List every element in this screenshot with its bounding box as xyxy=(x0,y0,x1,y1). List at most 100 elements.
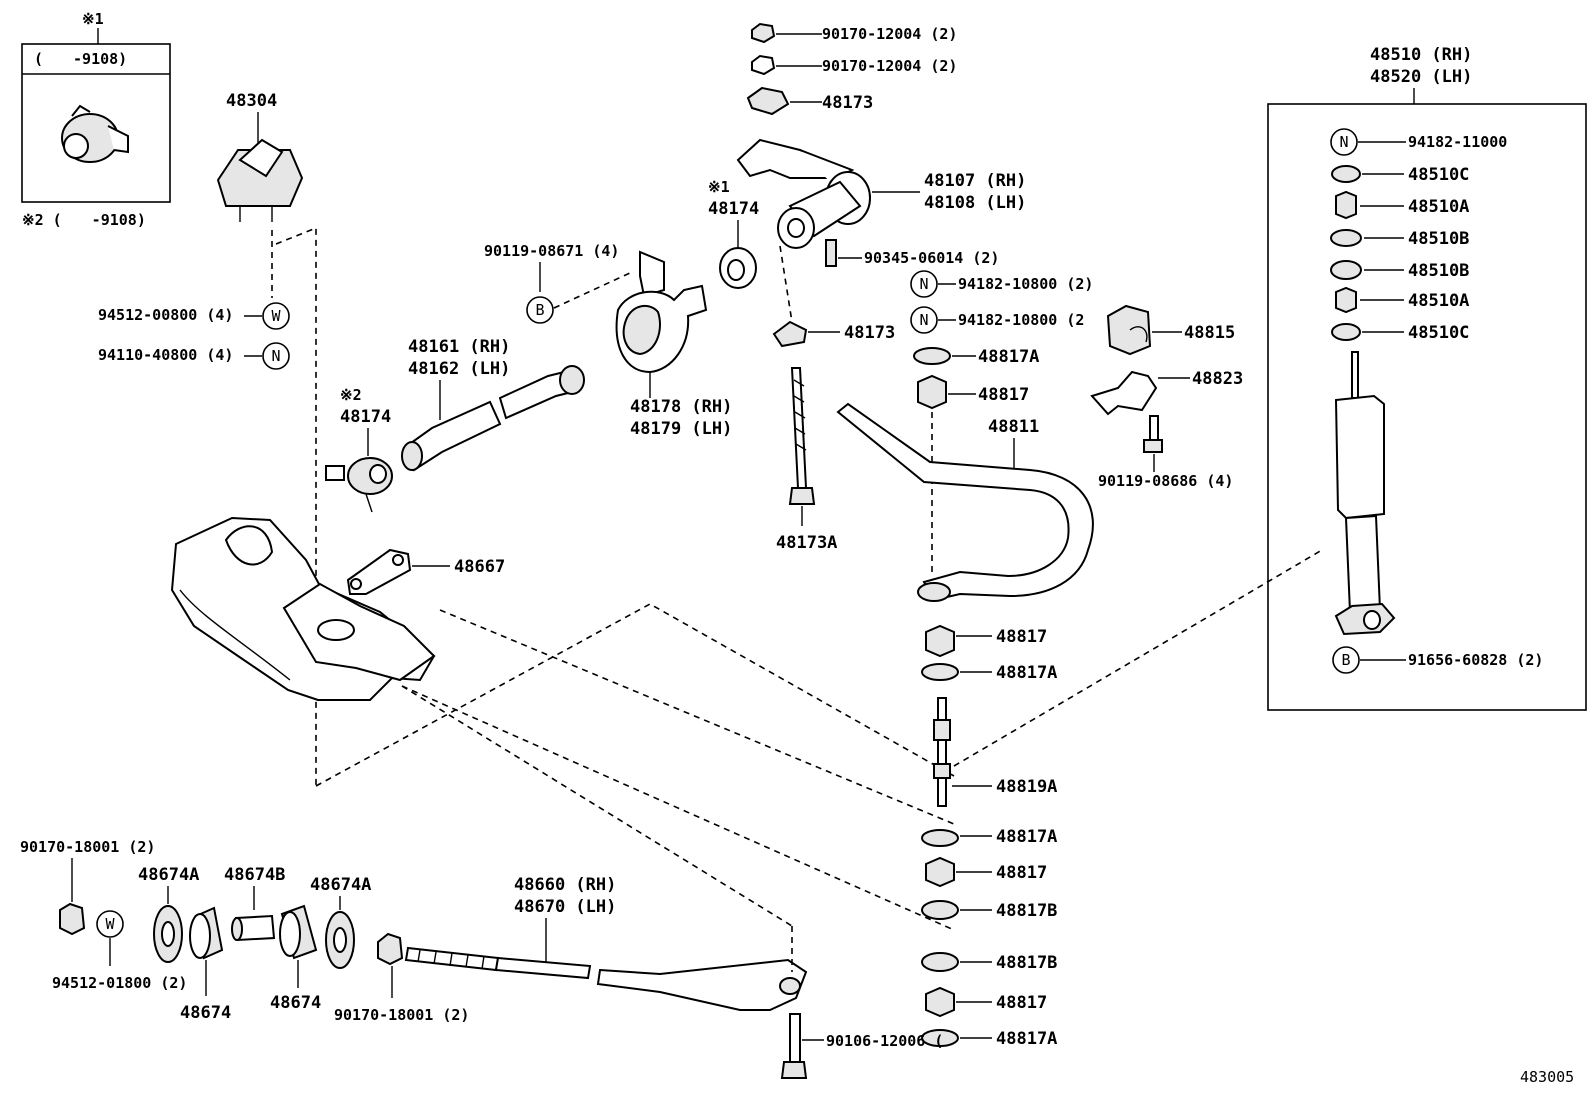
label-94182-10800-a: 94182-10800 (2) xyxy=(958,275,1093,293)
part-48674B-sleeve xyxy=(231,914,276,942)
label-48173-mid: 48173 xyxy=(844,323,895,343)
label-48817-1: 48817 xyxy=(978,385,1029,405)
part-48510A-a: 48510A xyxy=(1335,190,1469,220)
label-48817A-1: 48817A xyxy=(978,347,1039,367)
part-90170-18001-nut-a xyxy=(59,902,86,936)
label-48179: 48179 (LH) xyxy=(630,419,732,439)
label-48823: 48823 xyxy=(1192,369,1243,389)
label-48173A: 48173A xyxy=(776,533,837,553)
part-48660-strut-rod xyxy=(404,946,808,1011)
marker-48174-2: ※2 xyxy=(340,386,362,404)
label-48817A-3: 48817A xyxy=(996,827,1057,847)
part-48161-shaft xyxy=(401,365,585,472)
label-48162: 48162 (LH) xyxy=(408,359,510,379)
part-48173-top: 48173 xyxy=(746,86,873,116)
part-48817B-2: 48817B xyxy=(921,952,1057,973)
label-48817A-2: 48817A xyxy=(996,663,1057,683)
label-94182-11000: 94182-11000 xyxy=(1408,133,1507,151)
circle-n1: N xyxy=(271,347,280,365)
label-90170-12004-b: 90170-12004 (2) xyxy=(822,57,957,75)
part-48674A-b xyxy=(325,911,355,969)
circle-b1: B xyxy=(535,301,544,319)
shock-absorber-box xyxy=(1267,103,1587,711)
label-48510A-a: 48510A xyxy=(1408,197,1469,217)
part-48174-bushing-b xyxy=(325,457,393,513)
label-90345: 90345-06014 (2) xyxy=(864,249,999,267)
label-48817B-1: 48817B xyxy=(996,901,1057,921)
part-48817-2: 48817 xyxy=(925,624,1047,658)
nut-n-icon xyxy=(1330,128,1358,156)
label-48510B-a: 48510B xyxy=(1408,229,1469,249)
label-90170-18001-a: 90170-18001 (2) xyxy=(20,838,155,856)
label-48674-b: 48674 xyxy=(270,993,321,1013)
part-48817A-1: 48817A xyxy=(913,347,1039,367)
part-48510A-b: 48510A xyxy=(1335,286,1469,314)
label-90119-08671: 90119-08671 (4) xyxy=(484,242,619,260)
circle-n3: N xyxy=(919,311,928,329)
part-48674A-a xyxy=(153,905,183,963)
label-94512-01800: 94512-01800 (2) xyxy=(52,974,187,992)
part-48178-clamp xyxy=(615,250,708,398)
label-48174-a: 48174 xyxy=(708,199,759,219)
diagram-ref-number: 483005 xyxy=(1520,1068,1574,1086)
nut-n-icon xyxy=(262,342,290,370)
part-48510B-b: 48510B xyxy=(1330,260,1469,281)
part-48817A-3: 48817A xyxy=(921,827,1057,847)
label-91656-60828: 91656-60828 (2) xyxy=(1408,651,1543,669)
label-48108: 48108 (LH) xyxy=(924,193,1026,213)
label-48674A-b: 48674A xyxy=(310,875,371,895)
label-48819A: 48819A xyxy=(996,777,1057,797)
label-94512-00800: 94512-00800 (4) xyxy=(98,306,233,324)
label-48510C-b: 48510C xyxy=(1408,323,1469,343)
part-48819A-link: 48819A xyxy=(933,697,1057,807)
circle-n4: N xyxy=(1339,133,1348,151)
part-48817A-2: 48817A xyxy=(921,663,1057,683)
part-48304-mount: 48304 xyxy=(216,91,304,222)
part-48510C-a: 48510C xyxy=(1331,165,1469,185)
label-90170-18001-b: 90170-18001 (2) xyxy=(334,1006,469,1024)
part-90170-18001-nut-b xyxy=(377,932,404,966)
bolt-b-icon xyxy=(1332,646,1360,674)
label-48178: 48178 (RH) xyxy=(630,397,732,417)
label-90119-08686: 90119-08686 (4) xyxy=(1098,472,1233,490)
part-48811-stabilizer-bar xyxy=(836,402,1094,602)
marker-48174-1: ※1 xyxy=(708,178,730,196)
circle-w2: W xyxy=(105,915,115,933)
part-90106-12006-bolt xyxy=(780,1013,824,1079)
part-48173-mid: 48173 xyxy=(772,320,895,348)
inset-box: ※1 ( -9108) ※2 ( -9108) xyxy=(21,10,171,229)
label-48510C-a: 48510C xyxy=(1408,165,1469,185)
bolt-b-icon xyxy=(526,296,554,324)
nut-n-icon xyxy=(910,306,938,334)
label-48660: 48660 (RH) xyxy=(514,875,616,895)
circle-b2: B xyxy=(1341,651,1350,669)
part-48107-bracket xyxy=(736,138,920,249)
label-48817A-4: 48817A xyxy=(996,1029,1057,1049)
label-94110-40800: 94110-40800 (4) xyxy=(98,346,233,364)
label-48510B-b: 48510B xyxy=(1408,261,1469,281)
label-48667: 48667 xyxy=(454,557,505,577)
label-48817-2: 48817 xyxy=(996,627,1047,647)
washer-w-icon xyxy=(96,910,124,938)
inset-marker: ※1 xyxy=(82,10,104,28)
label-48811: 48811 xyxy=(988,417,1039,437)
label-90106-12006: 90106-12006 ( xyxy=(826,1032,943,1050)
label-48161: 48161 (RH) xyxy=(408,337,510,357)
circle-n2: N xyxy=(919,275,928,293)
washer-w-icon xyxy=(262,302,290,330)
part-48817B-1: 48817B xyxy=(921,900,1057,921)
part-48174-bushing-a xyxy=(719,247,757,289)
part-48817-3: 48817 xyxy=(925,856,1047,888)
label-48674-a: 48674 xyxy=(180,1003,231,1023)
inset-note: ※2 ( -9108) xyxy=(22,211,146,229)
label-90170-12004-a: 90170-12004 (2) xyxy=(822,25,957,43)
inset-mount-part xyxy=(61,104,129,163)
inset-range: ( -9108) xyxy=(34,50,127,68)
label-48173-top: 48173 xyxy=(822,93,873,113)
part-90170-12004-b: 90170-12004 (2) xyxy=(751,54,957,76)
part-48817A-4: 48817A xyxy=(921,1029,1057,1049)
label-48510A-b: 48510A xyxy=(1408,291,1469,311)
label-48174-b: 48174 xyxy=(340,407,391,427)
part-90170-12004-a: 90170-12004 (2) xyxy=(751,22,957,44)
